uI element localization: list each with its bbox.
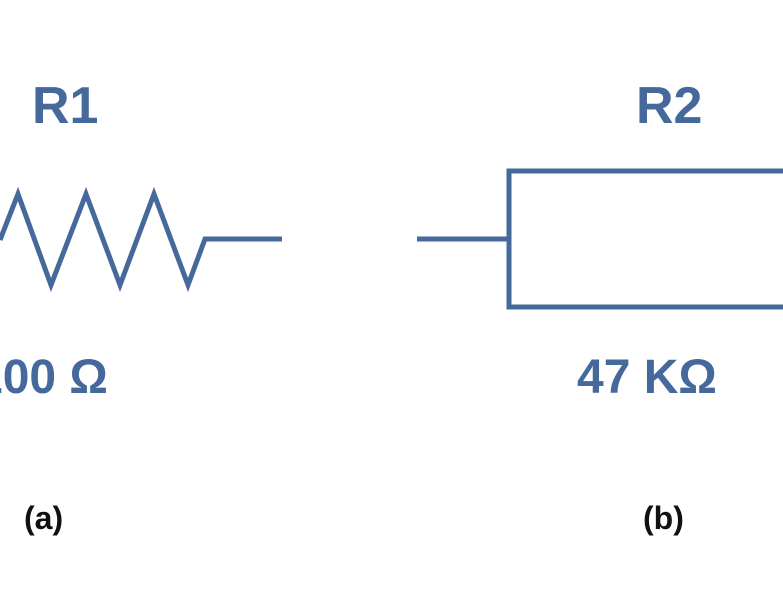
rectangular-resistor-symbol	[417, 168, 783, 310]
zigzag-resistor-symbol	[0, 186, 282, 293]
r2-value-label: 47 KΩ	[577, 351, 717, 404]
caption-a: (a)	[24, 500, 64, 536]
r1-name-label: R1	[32, 77, 99, 135]
rectangular-resistor-body	[506, 168, 783, 310]
zigzag-resistor-body	[0, 186, 282, 293]
r1-value-label: 100 Ω	[0, 351, 108, 404]
caption-b: (b)	[643, 500, 684, 536]
r2-name-label: R2	[636, 77, 703, 135]
